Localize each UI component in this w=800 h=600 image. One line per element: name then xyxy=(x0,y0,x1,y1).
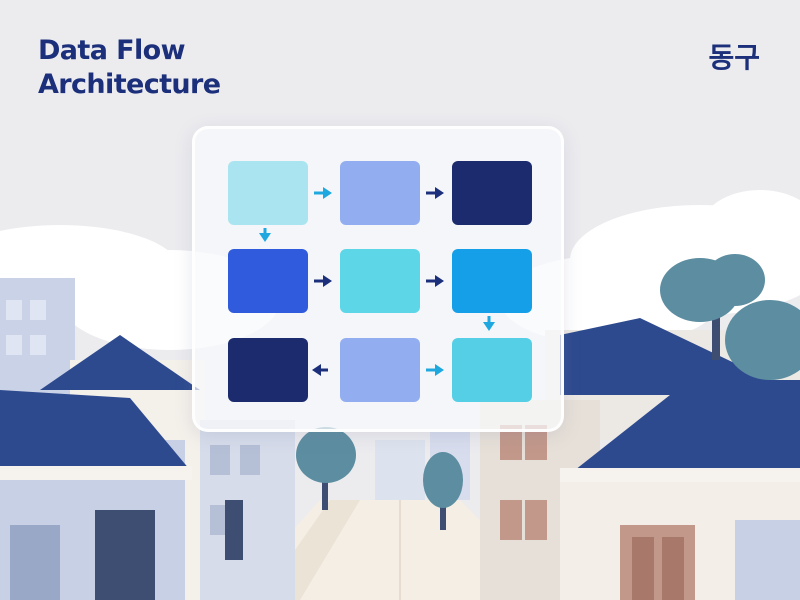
flow-arrow-r3c2-to-r3c1 xyxy=(312,364,328,376)
left-hanok-houses xyxy=(0,335,295,600)
flow-diagram-panel xyxy=(192,126,564,432)
district-label: 동구 xyxy=(708,41,760,74)
right-hanok-houses xyxy=(480,318,800,600)
flow-node-r3c1 xyxy=(228,338,308,402)
far-buildings xyxy=(0,278,470,500)
flow-node-r2c1 xyxy=(228,249,308,313)
title-line-1: Data Flow xyxy=(38,35,186,66)
flow-arrow-r2c2-to-r2c3 xyxy=(426,275,444,287)
diagram-arrows xyxy=(259,187,495,376)
flow-arrow-r2c1-to-r2c2 xyxy=(314,275,332,287)
flow-arrow-r1c1-to-r1c2 xyxy=(314,187,332,199)
flow-node-r3c3 xyxy=(452,338,532,402)
flow-node-r1c2 xyxy=(340,161,420,225)
flow-node-r1c1 xyxy=(228,161,308,225)
flow-arrow-r2c3-to-r3c3 xyxy=(483,316,495,331)
flow-node-r3c2 xyxy=(340,338,420,402)
flow-arrow-r3c2-to-r3c3 xyxy=(426,364,444,376)
flow-node-r2c2 xyxy=(340,249,420,313)
trees xyxy=(296,254,800,530)
page-title: Data Flow Architecture xyxy=(38,34,221,102)
flow-node-r1c3 xyxy=(452,161,532,225)
title-line-2: Architecture xyxy=(38,69,221,100)
flow-arrow-r1c2-to-r1c3 xyxy=(426,187,444,199)
flow-node-r2c3 xyxy=(452,249,532,313)
flow-arrow-r1c1-to-r2c1 xyxy=(259,228,271,242)
